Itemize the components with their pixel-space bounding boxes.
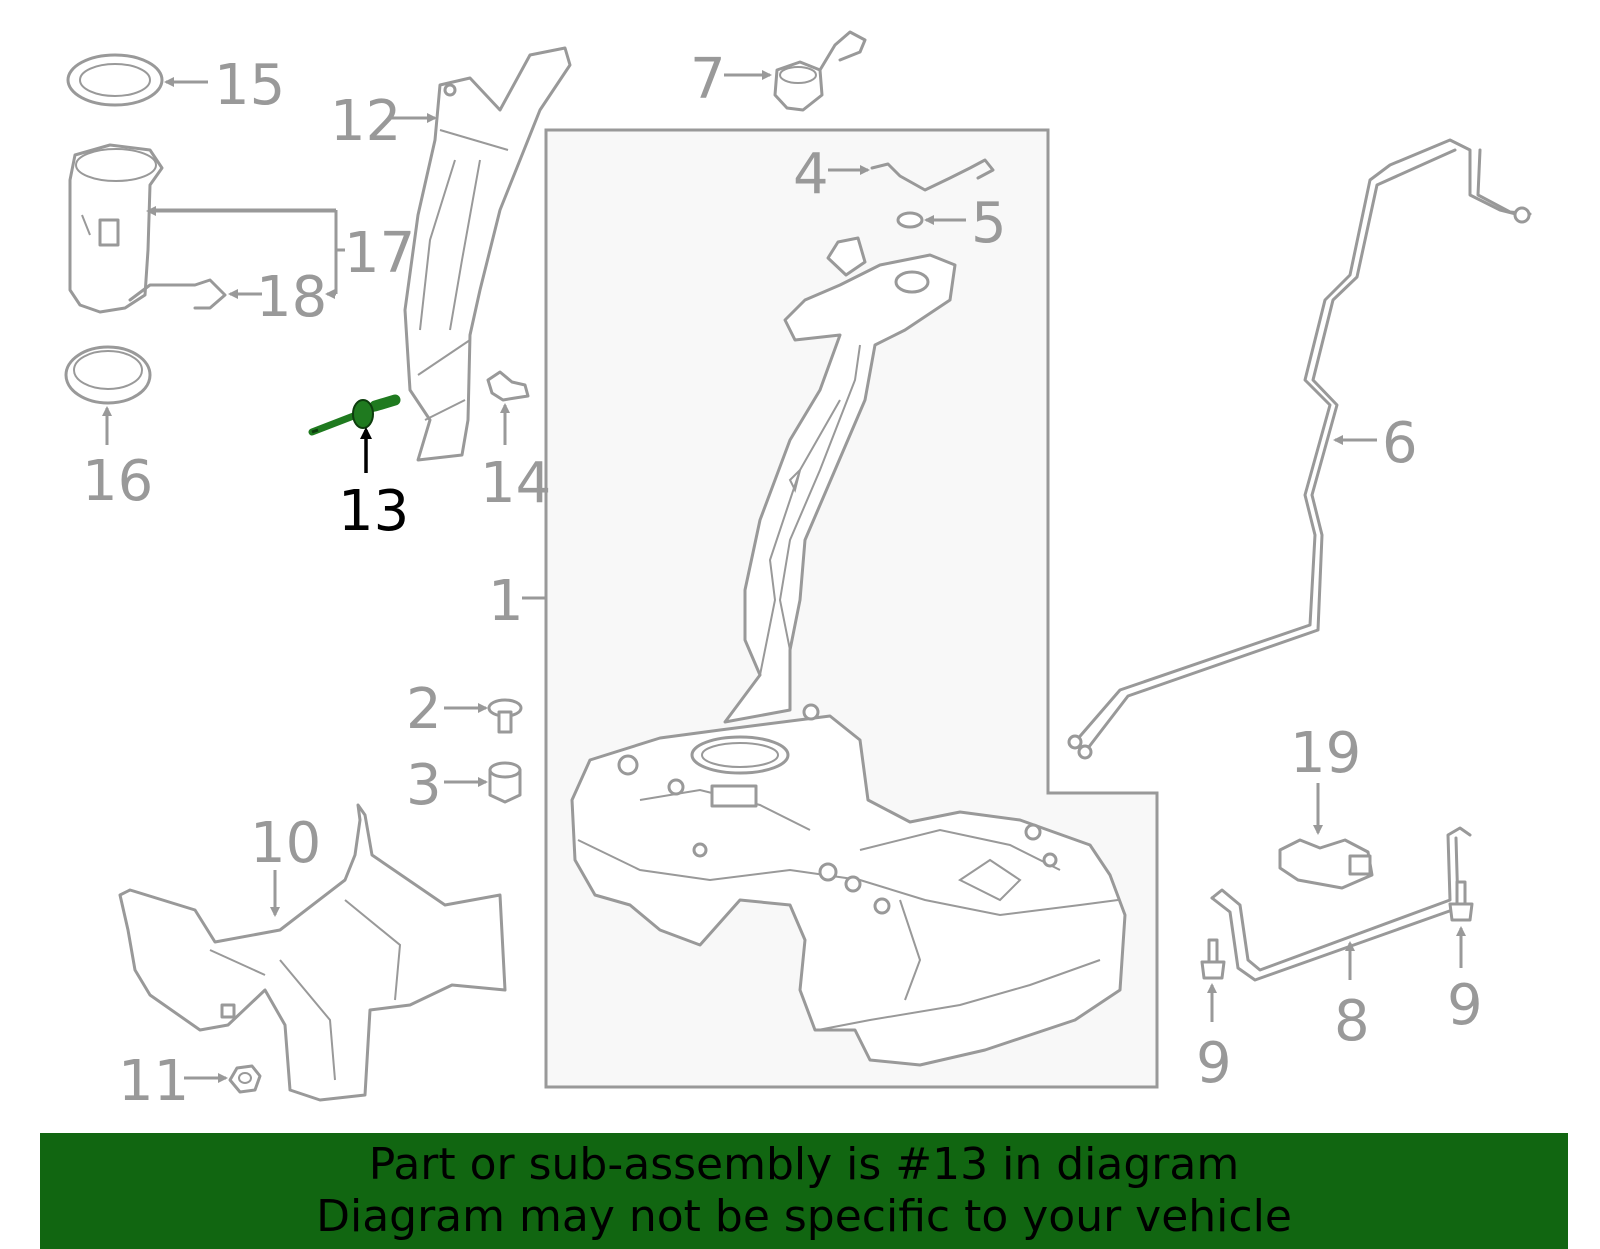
leader-17 bbox=[148, 208, 345, 294]
strap-bolt-right bbox=[1448, 880, 1474, 922]
o-ring bbox=[896, 211, 924, 229]
callout-19: 19 bbox=[1290, 721, 1361, 786]
filler-bracket bbox=[403, 46, 572, 462]
lock-ring bbox=[66, 53, 164, 107]
callout-6: 6 bbox=[1382, 411, 1418, 476]
info-banner: Part or sub-assembly is #13 in diagram D… bbox=[40, 1133, 1568, 1249]
callout-11: 11 bbox=[118, 1049, 189, 1114]
seal-ring bbox=[64, 345, 152, 405]
callout-2: 2 bbox=[406, 677, 442, 742]
callout-18: 18 bbox=[256, 265, 327, 330]
callout-9b: 9 bbox=[1447, 973, 1483, 1038]
heat-shield bbox=[118, 803, 507, 1102]
callout-17: 17 bbox=[344, 221, 415, 286]
control-module bbox=[1278, 838, 1374, 890]
callout-13: 13 bbox=[338, 479, 409, 544]
callout-8: 8 bbox=[1334, 989, 1370, 1054]
callout-15: 15 bbox=[214, 53, 285, 118]
callout-1: 1 bbox=[488, 569, 524, 634]
grommet-3 bbox=[488, 761, 522, 804]
callout-14: 14 bbox=[480, 451, 551, 516]
vent-tube bbox=[870, 158, 995, 192]
callout-9a: 9 bbox=[1196, 1031, 1232, 1096]
banner-line-1: Part or sub-assembly is #13 in diagram bbox=[368, 1139, 1240, 1190]
filler-neck bbox=[723, 236, 957, 724]
callout-5: 5 bbox=[971, 191, 1007, 256]
fuel-cap bbox=[773, 30, 867, 112]
fuel-tank bbox=[570, 703, 1127, 1067]
callout-10: 10 bbox=[250, 811, 321, 876]
highlighted-part-13 bbox=[308, 394, 401, 436]
nut-11 bbox=[228, 1064, 262, 1094]
fuel-pump-module bbox=[68, 143, 227, 314]
clip bbox=[486, 370, 530, 402]
bolt-2 bbox=[487, 698, 523, 734]
strap-bolt-left bbox=[1200, 938, 1226, 980]
callout-4: 4 bbox=[793, 142, 829, 207]
fuel-line bbox=[1067, 138, 1532, 760]
callout-12: 12 bbox=[330, 89, 401, 154]
banner-line-2: Diagram may not be specific to your vehi… bbox=[316, 1191, 1292, 1242]
callout-7: 7 bbox=[690, 47, 726, 112]
callout-16: 16 bbox=[82, 449, 153, 514]
callout-3: 3 bbox=[406, 753, 442, 818]
